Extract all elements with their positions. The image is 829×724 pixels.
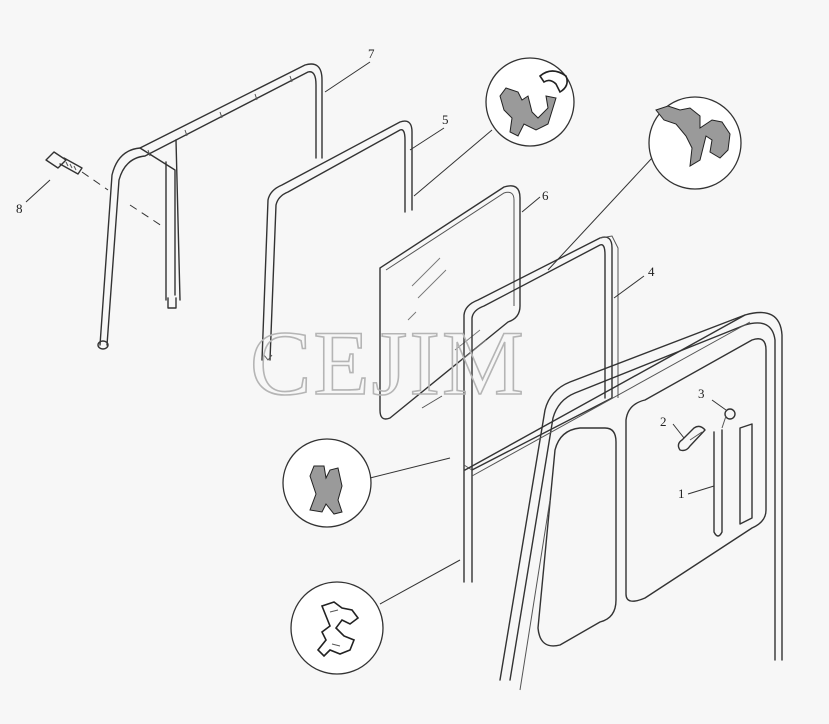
callout-6: 6: [542, 188, 549, 203]
detail-seal-profile-bottom-left: [290, 559, 461, 675]
callout-2: 2: [660, 414, 667, 429]
callout-3: 3: [698, 386, 705, 401]
part-4-window-frame: [463, 235, 619, 583]
part-3-clip: [721, 408, 736, 429]
watermark-text: CEJIM: [250, 312, 526, 414]
callout-5: 5: [442, 112, 449, 127]
part-6-glass-pane: [379, 185, 521, 420]
detail-seal-profile-top-right: [547, 96, 742, 271]
part-2-screw: [677, 425, 706, 452]
part-5-seal-frame: [261, 120, 413, 361]
detail-seal-profile-mid-left: [282, 438, 451, 528]
callout-7: 7: [368, 46, 375, 61]
callout-leaders: [25, 61, 727, 495]
callout-4: 4: [648, 264, 655, 279]
detail-seal-profile-top-left: [413, 57, 575, 197]
part-1-handle: [713, 429, 723, 537]
cab-door: [464, 311, 783, 691]
callout-8: 8: [16, 201, 23, 216]
part-8-bolt: [45, 151, 166, 229]
callout-1: 1: [678, 486, 685, 501]
part-7-guide-rail: [97, 63, 323, 350]
